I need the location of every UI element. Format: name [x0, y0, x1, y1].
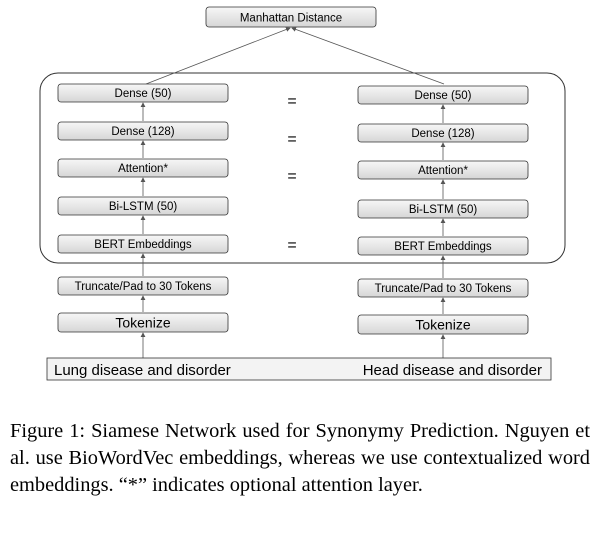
- equals-dense-50: =: [287, 93, 296, 110]
- right-tokenize-label: Tokenize: [415, 317, 470, 333]
- left-tokenize-label: Tokenize: [115, 315, 170, 331]
- right-to-distance-arrow: [291, 27, 445, 85]
- input-bar: Lung disease and disorder Head disease a…: [46, 357, 552, 381]
- right-truncate-label: Truncate/Pad to 30 Tokens: [375, 283, 512, 295]
- left-dense-128-box: Dense (128): [57, 121, 229, 141]
- left-truncate-box: Truncate/Pad to 30 Tokens: [57, 276, 229, 296]
- input-right-text: Head disease and disorder: [363, 362, 542, 379]
- left-bilstm-box: Bi-LSTM (50): [57, 196, 229, 216]
- left-dense-50-box: Dense (50): [57, 83, 229, 103]
- right-bilstm-label: Bi-LSTM (50): [409, 204, 478, 216]
- left-bilstm-label: Bi-LSTM (50): [109, 201, 178, 213]
- equals-dense-128: =: [287, 131, 296, 148]
- right-dense-50-label: Dense (50): [415, 90, 472, 102]
- right-dense-128-box: Dense (128): [357, 123, 529, 143]
- right-attention-label: Attention*: [418, 165, 468, 177]
- left-dense-128-label: Dense (128): [111, 126, 174, 138]
- right-dense-50-box: Dense (50): [357, 85, 529, 105]
- equals-attention: =: [287, 168, 296, 185]
- equals-bert: =: [287, 237, 296, 254]
- right-bert-label: BERT Embeddings: [394, 241, 492, 253]
- figure-caption: Figure 1: Siamese Network used for Synon…: [10, 420, 590, 496]
- manhattan-distance-label: Manhattan Distance: [240, 13, 342, 25]
- right-bilstm-box: Bi-LSTM (50): [357, 199, 529, 219]
- input-left-text: Lung disease and disorder: [54, 362, 231, 379]
- left-attention-box: Attention*: [57, 158, 229, 178]
- manhattan-distance-box: Manhattan Distance: [205, 6, 377, 28]
- left-truncate-label: Truncate/Pad to 30 Tokens: [75, 281, 212, 293]
- siamese-network-diagram: Manhattan Distance Dense (50) Dense (128…: [39, 6, 566, 381]
- right-tokenize-box: Tokenize: [357, 314, 529, 335]
- left-tokenize-box: Tokenize: [57, 312, 229, 333]
- left-bert-box: BERT Embeddings: [57, 234, 229, 254]
- left-to-distance-arrow: [145, 27, 291, 85]
- right-tower: Dense (50) Dense (128) Attention* Bi-LST…: [357, 85, 529, 358]
- left-tower: Dense (50) Dense (128) Attention* Bi-LST…: [57, 83, 229, 358]
- right-bert-box: BERT Embeddings: [357, 236, 529, 256]
- left-dense-50-label: Dense (50): [115, 88, 172, 100]
- right-truncate-box: Truncate/Pad to 30 Tokens: [357, 278, 529, 298]
- left-bert-label: BERT Embeddings: [94, 239, 192, 251]
- right-dense-128-label: Dense (128): [411, 128, 474, 140]
- shared-encoder-container: [39, 72, 566, 264]
- right-attention-box: Attention*: [357, 160, 529, 180]
- left-attention-label: Attention*: [118, 163, 168, 175]
